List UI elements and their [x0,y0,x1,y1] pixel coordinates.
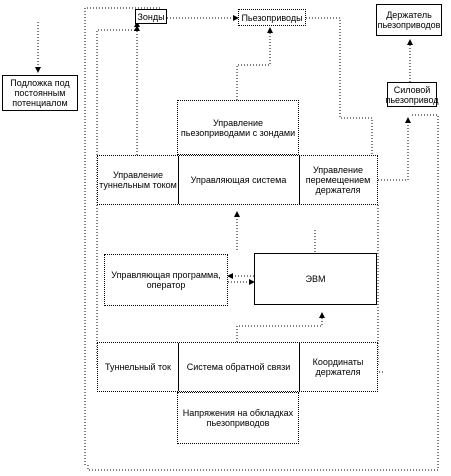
program-operator-box: Управляющая программа, оператор [104,254,228,306]
holder-label: Держатель пьезоприводов [377,10,441,30]
divider-right [299,156,300,204]
holder-coords-label: Координаты держателя [312,357,364,377]
tunnel-current-label: Туннельный ток [104,362,171,372]
piezo-drives-box: Пьезоприводы [238,9,306,26]
plate-voltages-label: Напряжения на обкладках пьезоприводов [182,408,294,428]
tunnel-control-label: Управление туннельным током [99,170,177,190]
tunnel-control-cell: Управление туннельным током [98,156,178,204]
control-system-label: Управляющая система [190,175,287,185]
connector-piezo-loop [306,17,373,180]
connector-header-to-piezo [236,27,273,100]
computer-label: ЭВМ [305,274,326,284]
fb-divider-right [299,343,300,391]
substrate-label: Подложка под постоянным потенциалом [10,78,70,108]
connector-feedback-to-computer [236,312,325,342]
connector-outer-piezo [87,114,439,471]
piezo-drives-label: Пьезоприводы [241,12,303,23]
power-piezo-box: Силовой пьезопривод [385,82,439,107]
feedback-system-cell: Система обратной связи [178,343,299,391]
control-system-cell: Управляющая система [178,156,299,204]
probes-box: Зонды [135,9,167,24]
holder-coords-cell: Координаты держателя [299,343,377,391]
holder-box: Держатель пьезоприводов [376,4,442,36]
plate-voltages-box: Напряжения на обкладках пьезоприводов [177,392,299,444]
control-row-box: Управление туннельным током Управляющая … [97,155,378,205]
divider-left [178,156,179,204]
connector-tunnel-to-probes [84,7,160,465]
power-piezo-label: Силовой пьезопривод [385,84,439,105]
connector-holder-to-power [378,117,411,181]
feedback-row-box: Туннельный ток Система обратной связи Ко… [97,342,378,392]
control-header-label: Управление пьезоприводами с зондами [180,117,296,138]
feedback-system-label: Система обратной связи [186,362,291,372]
tunnel-current-cell: Туннельный ток [98,343,178,391]
fb-divider-left [178,343,179,391]
substrate-box: Подложка под постоянным потенциалом [2,75,78,111]
holder-control-label: Управление перемещением держателя [305,165,371,195]
holder-control-cell: Управление перемещением держателя [299,156,377,204]
program-operator-label: Управляющая программа, оператор [111,270,221,290]
computer-box: ЭВМ [254,253,377,305]
probes-label: Зонды [137,11,165,22]
control-header-box: Управление пьезоприводами с зондами [177,100,299,155]
